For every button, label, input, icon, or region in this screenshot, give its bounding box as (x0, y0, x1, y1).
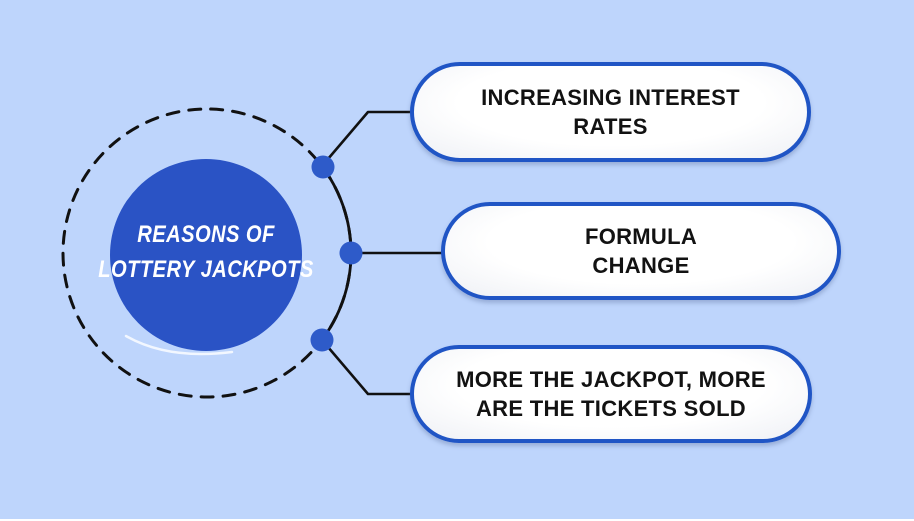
center-circle (110, 159, 302, 351)
connector-line-3 (320, 338, 416, 396)
center-label-line1: REASONS OF (137, 221, 275, 248)
branch-pill-line2: ARE THE TICKETS SOLD (475, 396, 746, 421)
branch-pill-formula-change: FORMULA CHANGE (441, 202, 841, 300)
brush-highlight (124, 334, 234, 356)
branch-pill-line1: MORE THE JACKPOT, MORE (456, 367, 766, 392)
branch-pill-increasing-interest-rates: INCREASING INTEREST RATES (410, 62, 811, 162)
branch-pill-line1: INCREASING INTEREST (481, 85, 740, 110)
center-label: REASONS OF LOTTERY JACKPOTS (88, 217, 323, 287)
connector-line-1 (320, 110, 416, 168)
center-label-line2: LOTTERY JACKPOTS (98, 256, 314, 283)
node-dot-1 (311, 155, 335, 179)
branch-pill-line1: FORMULA (584, 224, 698, 249)
branch-pill-line2: RATES (573, 114, 648, 139)
node-dot-3 (310, 328, 334, 352)
branch-pill-more-tickets-sold: MORE THE JACKPOT, MORE ARE THE TICKETS S… (410, 345, 812, 443)
node-dot-2 (339, 241, 363, 265)
branch-pill-line2: CHANGE (592, 253, 690, 278)
